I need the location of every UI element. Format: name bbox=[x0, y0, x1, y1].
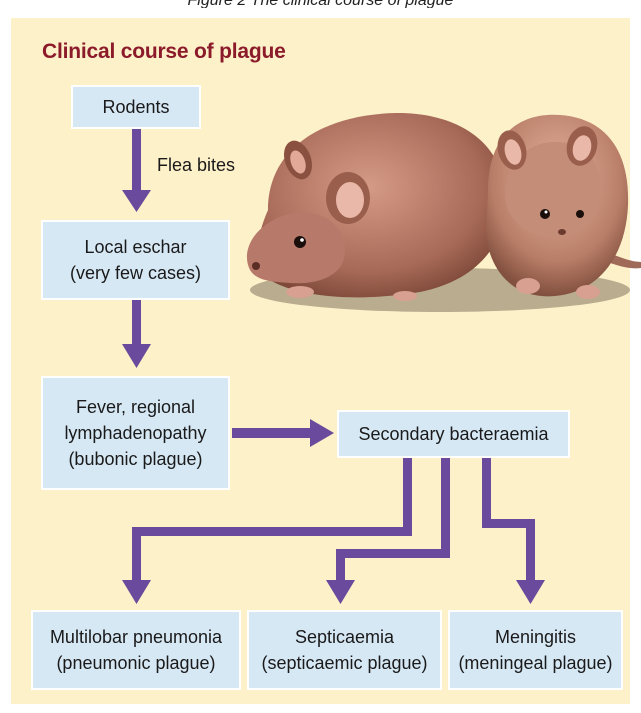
node-fever-bubonic: Fever, regional lymphadenopathy (bubonic… bbox=[41, 376, 230, 490]
node-secondary-bacteraemia-label: Secondary bacteraemia bbox=[358, 421, 548, 447]
edge-label-flea-bites: Flea bites bbox=[157, 155, 235, 176]
node-septicaemia: Septicaemia (septicaemic plague) bbox=[247, 610, 442, 690]
node-meningitis: Meningitis (meningeal plague) bbox=[448, 610, 623, 690]
node-rodents-label: Rodents bbox=[102, 94, 169, 120]
node-local-eschar-label: Local eschar (very few cases) bbox=[70, 234, 201, 286]
node-local-eschar: Local eschar (very few cases) bbox=[41, 220, 230, 300]
node-fever-bubonic-label: Fever, regional lymphadenopathy (bubonic… bbox=[64, 394, 206, 472]
node-multilobar-pneumonia: Multilobar pneumonia (pneumonic plague) bbox=[31, 610, 241, 690]
node-septicaemia-label: Septicaemia (septicaemic plague) bbox=[261, 624, 427, 676]
node-rodents: Rodents bbox=[71, 85, 201, 129]
node-meningitis-label: Meningitis (meningeal plague) bbox=[458, 624, 612, 676]
node-multilobar-pneumonia-label: Multilobar pneumonia (pneumonic plague) bbox=[50, 624, 222, 676]
node-secondary-bacteraemia: Secondary bacteraemia bbox=[337, 410, 570, 458]
